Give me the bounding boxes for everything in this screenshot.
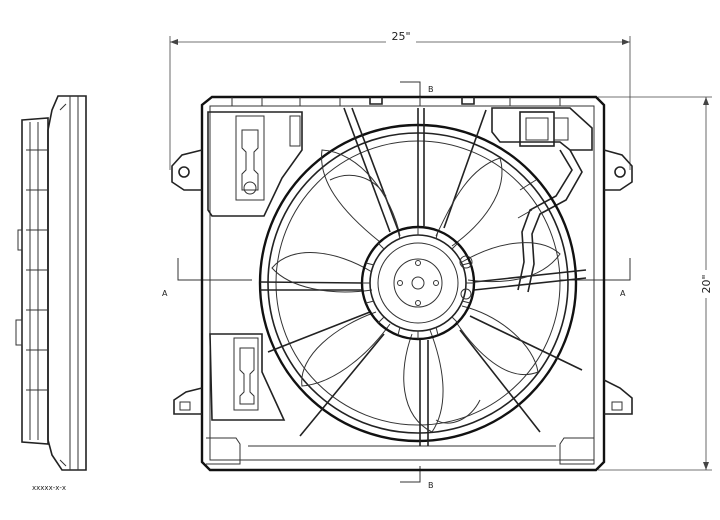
section-b-top: B (428, 85, 434, 94)
section-b-bottom: B (428, 481, 434, 490)
section-a-left: A (162, 289, 168, 298)
motor-connector (491, 107, 593, 151)
width-dimension: 25" (169, 30, 631, 170)
part-footer-note: xxxxx-x-x (32, 484, 66, 492)
width-label: 25" (391, 30, 410, 43)
section-a-right: A (620, 289, 626, 298)
mount-tab-left-upper (171, 149, 203, 191)
mount-tab-right-lower (603, 379, 633, 415)
shroud-struts (259, 107, 587, 446)
mount-tab-right-upper (603, 149, 633, 191)
section-b-markers: B B (400, 81, 434, 490)
shroud-frame (200, 95, 606, 472)
height-dimension: 20" (598, 96, 713, 471)
fan-hub (360, 225, 476, 341)
section-a-markers: A A (162, 258, 631, 298)
mount-tab-left-lower (173, 387, 203, 415)
lower-left-pocket (209, 333, 286, 421)
wire-harness (517, 149, 583, 293)
upper-left-pocket (207, 111, 303, 217)
height-label: 20" (700, 274, 713, 293)
fan-blades (271, 149, 561, 433)
side-view: xxxxx-x-x (15, 95, 87, 492)
